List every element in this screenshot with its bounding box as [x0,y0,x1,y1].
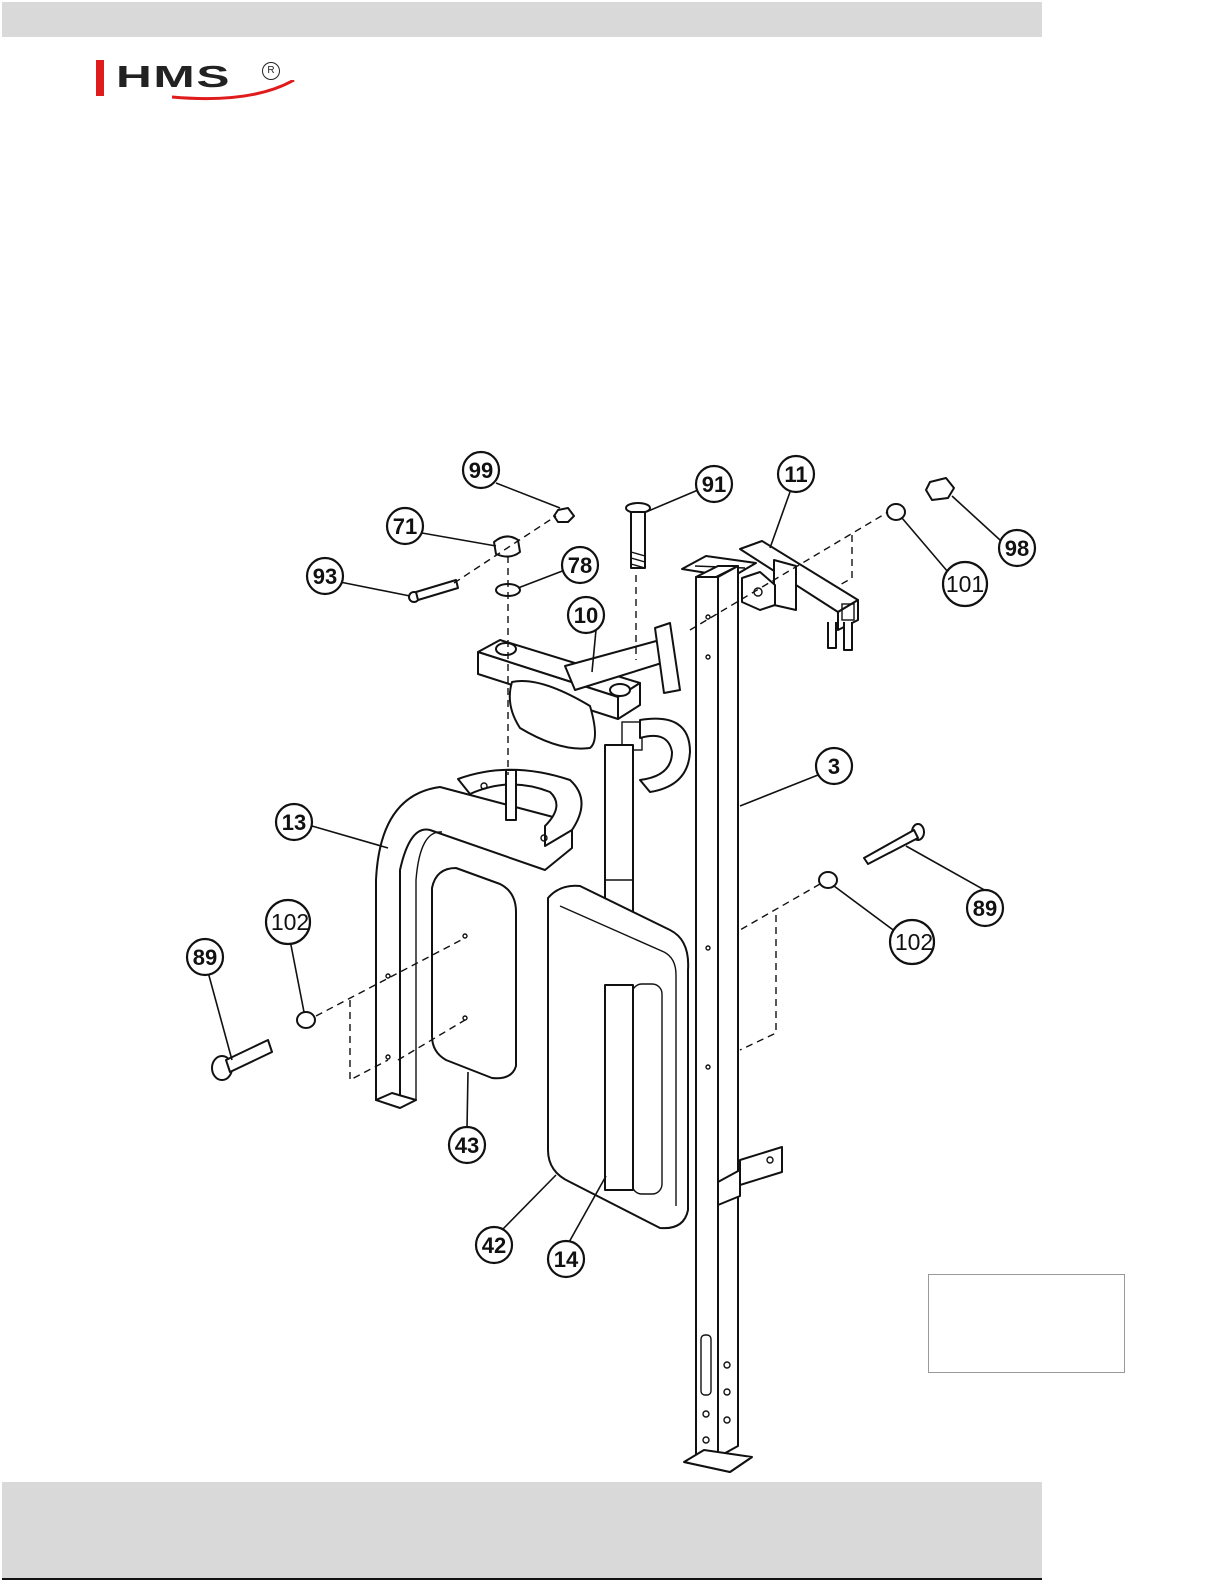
callout-89-right: 89 [967,890,1003,926]
callout-43: 43 [449,1127,485,1163]
bolt-89-right [864,824,924,864]
callout-14: 14 [548,1241,584,1277]
empty-note-box [928,1274,1125,1373]
svg-text:102: 102 [895,929,933,955]
callout-102-left: 102 [266,900,310,944]
svg-text:11: 11 [784,462,807,487]
svg-text:14: 14 [554,1247,579,1272]
svg-text:3: 3 [828,754,840,779]
svg-text:42: 42 [482,1233,506,1258]
callout-10: 10 [568,597,604,633]
callout-93: 93 [307,558,343,594]
footer-bar [2,1482,1042,1580]
svg-text:89: 89 [973,896,997,921]
svg-text:13: 13 [282,810,306,835]
svg-text:91: 91 [702,472,726,497]
bolt-93 [409,580,458,602]
svg-text:101: 101 [946,571,984,597]
callout-71: 71 [387,508,423,544]
bolt-91 [626,503,650,568]
svg-text:10: 10 [574,603,598,628]
callout-98: 98 [999,530,1035,566]
callout-89-left: 89 [187,939,223,975]
callout-3: 3 [816,748,852,784]
seat-pad [432,868,516,1078]
svg-text:43: 43 [455,1133,479,1158]
callout-42: 42 [476,1227,512,1263]
bolt-89-left [212,1040,272,1080]
callout-101: 101 [943,562,987,606]
svg-text:98: 98 [1005,536,1029,561]
svg-text:89: 89 [193,945,217,970]
callout-11: 11 [778,456,814,492]
main-upright-post [682,556,782,1472]
top-bracket [740,541,858,650]
callout-78: 78 [562,547,598,583]
callout-99: 99 [463,452,499,488]
washer-101 [887,504,905,520]
arm-curved-guard [640,719,690,792]
callout-91: 91 [696,466,732,502]
svg-text:102: 102 [271,909,309,935]
svg-text:78: 78 [568,553,592,578]
callout-13: 13 [276,804,312,840]
svg-text:71: 71 [393,514,417,539]
svg-text:99: 99 [469,458,493,483]
back-pad [548,886,688,1228]
callout-102-right: 102 [890,920,934,964]
svg-text:93: 93 [313,564,337,589]
nut-98 [926,478,954,500]
nut-99 [554,508,574,522]
washer-102-left [297,1012,315,1028]
